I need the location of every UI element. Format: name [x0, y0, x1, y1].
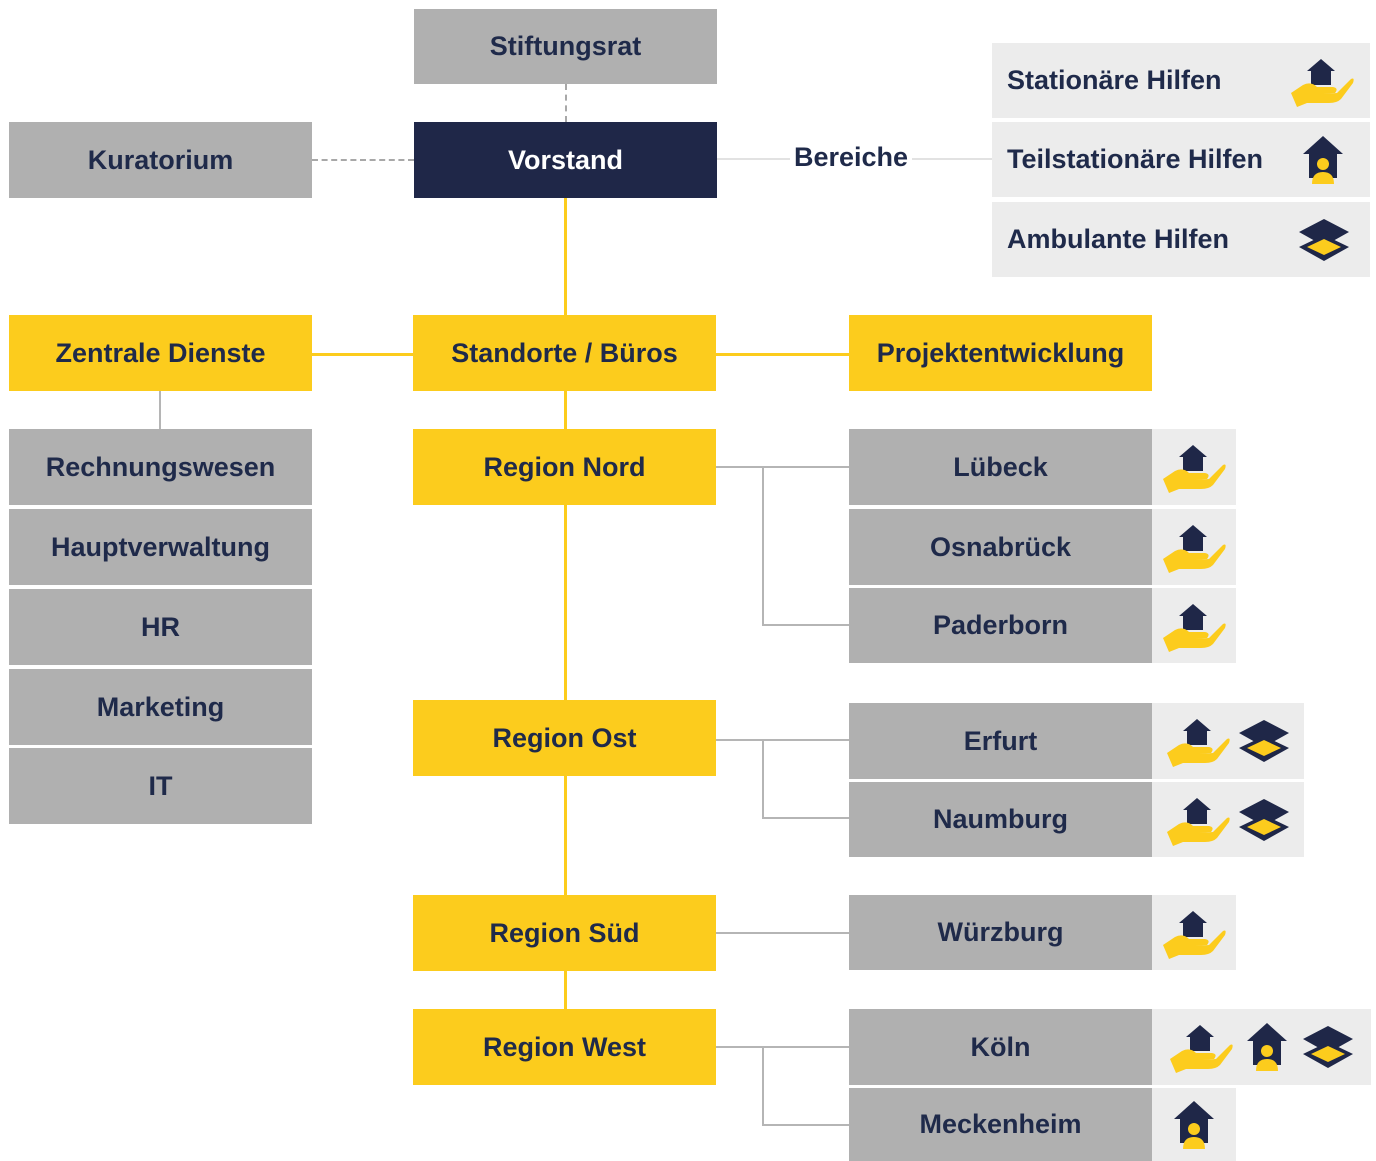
connector-west-meckenheim: [762, 1124, 849, 1126]
hand-house-icon: [1161, 441, 1227, 493]
connector-west-vertical: [762, 1046, 764, 1126]
site-luebeck-box: Lübeck: [849, 429, 1152, 505]
hand-house-icon: [1165, 715, 1231, 767]
legend-stationaere-hilfen: Stationäre Hilfen: [992, 43, 1370, 118]
site-osnabrueck-box: Osnabrück: [849, 509, 1152, 585]
site-naumburg-icons: [1152, 782, 1304, 857]
site-paderborn-box: Paderborn: [849, 588, 1152, 663]
site-erfurt-box: Erfurt: [849, 703, 1152, 779]
connector-west-branch: [716, 1046, 849, 1048]
connector-kuratorium-vorstand: [312, 159, 414, 161]
site-naumburg-box: Naumburg: [849, 782, 1152, 857]
hand-house-icon: [1161, 521, 1227, 573]
connector-ost-naumburg: [762, 817, 849, 819]
standorte-buros-box: Standorte / Büros: [413, 315, 716, 391]
layers-icon: [1301, 1022, 1355, 1072]
connector-zentrale-standorte: [312, 353, 414, 356]
hr-box: HR: [9, 589, 312, 665]
house-person-icon: [1172, 1099, 1216, 1151]
site-wuerzburg-box: Würzburg: [849, 895, 1152, 970]
legend-ambulante-hilfen: Ambulante Hilfen: [992, 202, 1370, 277]
hauptverwaltung-box: Hauptverwaltung: [9, 509, 312, 585]
legend-label: Ambulante Hilfen: [1007, 224, 1230, 254]
hand-house-icon: [1165, 794, 1231, 846]
connector-stiftungsrat-vorstand: [565, 84, 567, 122]
vorstand-box: Vorstand: [414, 122, 717, 198]
house-person-icon: [1301, 134, 1355, 186]
legend-label: Teilstationäre Hilfen: [1007, 144, 1264, 174]
layers-icon: [1237, 795, 1291, 845]
connector-ost-vertical: [762, 739, 764, 819]
hand-house-icon: [1168, 1021, 1234, 1073]
rechnungswesen-box: Rechnungswesen: [9, 429, 312, 505]
site-meckenheim-icons: [1152, 1088, 1236, 1161]
site-luebeck-icons: [1152, 429, 1236, 505]
layers-icon: [1237, 716, 1291, 766]
site-erfurt-icons: [1152, 703, 1304, 779]
marketing-box: Marketing: [9, 669, 312, 745]
legend-teilstationaere-hilfen: Teilstationäre Hilfen: [992, 122, 1370, 197]
site-meckenheim-box: Meckenheim: [849, 1088, 1152, 1161]
site-paderborn-icons: [1152, 588, 1236, 663]
house-person-icon: [1245, 1021, 1289, 1073]
connector-nord-branch: [716, 466, 849, 468]
connector-sued-branch: [716, 932, 849, 934]
bereiche-label: Bereiche: [790, 142, 913, 173]
layers-icon: [1297, 215, 1355, 265]
zentrale-dienste-box: Zentrale Dienste: [9, 315, 312, 391]
region-sued-box: Region Süd: [413, 895, 716, 971]
connector-vorstand-standorte: [564, 198, 567, 316]
legend-label: Stationäre Hilfen: [1007, 65, 1222, 95]
region-nord-box: Region Nord: [413, 429, 716, 505]
connector-nord-paderborn: [762, 624, 849, 626]
kuratorium-box: Kuratorium: [9, 122, 312, 198]
stiftungsrat-box: Stiftungsrat: [414, 9, 717, 84]
connector-zentrale-items: [159, 391, 161, 429]
connector-standorte-projekt: [716, 353, 849, 356]
site-osnabrueck-icons: [1152, 509, 1236, 585]
hand-house-icon: [1161, 600, 1227, 652]
region-ost-box: Region Ost: [413, 700, 716, 776]
connector-ost-branch: [716, 739, 849, 741]
region-west-box: Region West: [413, 1009, 716, 1085]
projektentwicklung-box: Projektentwicklung: [849, 315, 1152, 391]
hand-house-icon: [1161, 907, 1227, 959]
site-koeln-box: Köln: [849, 1009, 1152, 1085]
it-box: IT: [9, 748, 312, 824]
site-wuerzburg-icons: [1152, 895, 1236, 970]
site-koeln-icons: [1152, 1009, 1371, 1085]
connector-nord-vertical: [762, 466, 764, 626]
hand-house-icon: [1289, 55, 1355, 107]
